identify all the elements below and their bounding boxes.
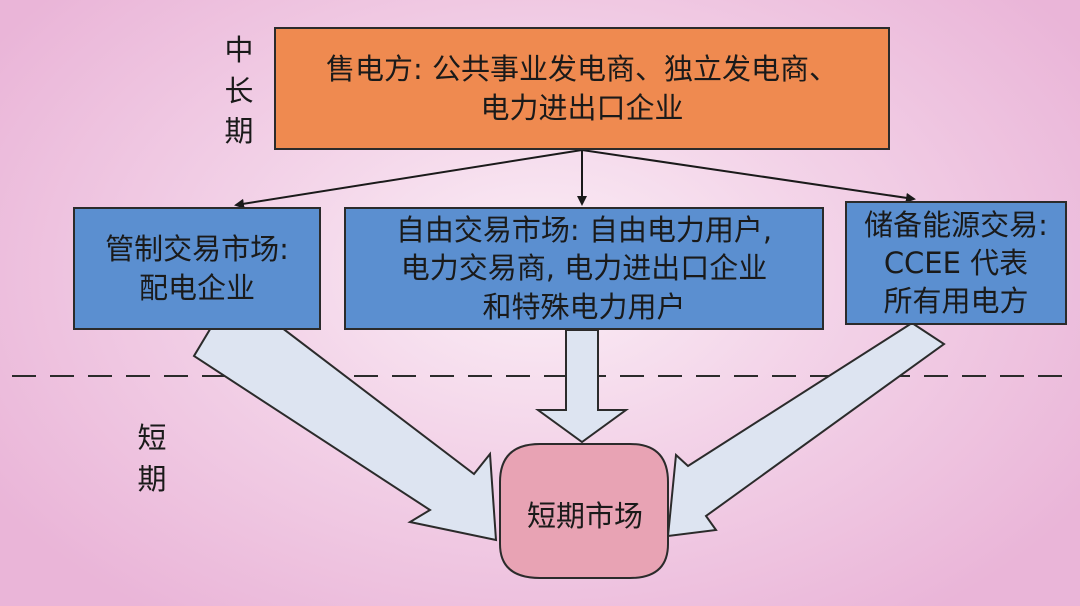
reserve-energy-line: CCEE 代表 xyxy=(883,245,1029,280)
long-term-label: 中 长 期 xyxy=(219,30,259,152)
short-market-node xyxy=(499,443,669,579)
short-term-char: 短 xyxy=(137,421,167,455)
reserve-energy-box: 储备能源交易: CCEE 代表 所有用电方 xyxy=(845,201,1067,325)
short-term-char: 期 xyxy=(137,461,167,496)
seller-box-line: 售电方: 公共事业发电商、独立发电商、 xyxy=(326,52,838,87)
free-market-line: 和特殊电力用户 xyxy=(482,289,686,324)
seller-box-line: 电力进出口企业 xyxy=(480,90,684,125)
regulated-market-line: 管制交易市场: xyxy=(105,232,289,267)
regulated-market-box: 管制交易市场: 配电企业 xyxy=(73,207,321,330)
flow-arrow-free-to-short-market xyxy=(534,329,630,444)
reserve-energy-line: 储备能源交易: xyxy=(864,207,1048,242)
seller-box: 售电方: 公共事业发电商、独立发电商、 电力进出口企业 xyxy=(274,27,890,150)
free-market-line: 自由交易市场: 自由电力用户, xyxy=(395,213,773,248)
long-term-char: 中 xyxy=(224,33,254,67)
reserve-energy-line: 所有用电方 xyxy=(883,284,1029,319)
arrow-seller-to-reserve xyxy=(581,149,916,203)
short-market-label: 短期市场 xyxy=(526,499,643,533)
flow-arrow-regulated-to-short-market xyxy=(192,300,498,542)
free-market-box: 自由交易市场: 自由电力用户, 电力交易商, 电力进出口企业 和特殊电力用户 xyxy=(344,207,824,330)
short-term-label: 短 期 xyxy=(132,418,172,499)
arrow-seller-to-regulated xyxy=(234,149,583,209)
free-market-line: 电力交易商, 电力进出口企业 xyxy=(400,251,768,286)
long-term-char: 长 xyxy=(224,73,254,108)
long-term-char: 期 xyxy=(224,114,254,149)
flow-arrow-reserve-to-short-market xyxy=(666,321,946,538)
regulated-market-line: 配电企业 xyxy=(138,270,255,305)
